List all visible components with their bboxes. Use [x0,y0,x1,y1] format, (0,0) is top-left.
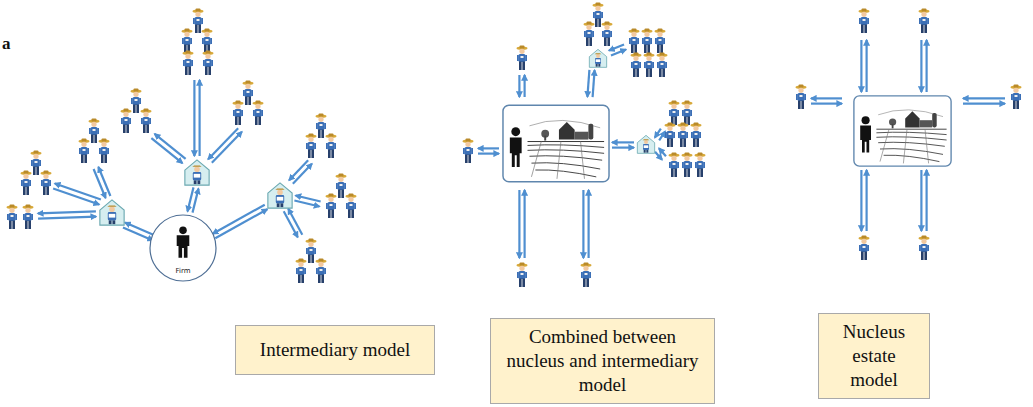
farmer-icon [141,109,152,134]
double-arrow [194,80,199,156]
farmer-icon [655,29,666,54]
intermediary-house [637,135,654,153]
farmer-icon [346,194,357,219]
farmer-icon [7,205,18,230]
farmer-icon [233,101,244,126]
farmer-icon [669,101,680,126]
farmer-icon [31,151,42,176]
double-arrow [921,40,926,92]
double-arrow [38,211,96,218]
firm-circle: Firm [149,214,217,282]
farmer-icon [665,123,676,148]
farmer-icon [183,51,194,76]
farmer-icon [23,205,34,230]
farmer-icon [919,236,930,261]
farmer-icon [253,101,264,126]
farmer-icon [306,239,317,264]
farmer-icon [193,9,204,34]
farmer-icon [584,22,595,47]
farmer-icon [859,236,870,261]
farmer-icon [121,109,132,134]
farmer-icon [21,171,32,196]
double-arrow [208,128,242,163]
double-arrow [861,170,866,231]
farmer-icon [581,263,592,288]
double-arrow [609,45,626,56]
farmer-icon [326,194,337,219]
panel-letter: a [2,34,11,54]
double-arrow [478,148,499,153]
model-caption: Intermediary model [235,325,435,375]
double-arrow [151,134,185,163]
farmer-icon [859,9,870,34]
double-arrow [655,129,665,141]
double-arrow [213,205,268,239]
double-arrow [861,40,866,92]
farm-picture [503,105,609,182]
caption-text: Intermediary model [260,338,410,362]
double-arrow [284,209,303,237]
double-arrow [94,167,111,198]
firm-label: Firm [175,267,190,275]
intermediary-house [100,200,124,225]
farmer-icon [695,153,706,178]
farmer-icon [306,134,317,159]
intermediary-house [268,183,292,208]
double-arrow [921,170,926,231]
farmer-icon [919,9,930,34]
double-arrow [811,98,842,103]
model-caption: Nucleus estate model [818,313,930,399]
farmer-icon [678,123,689,148]
farmer-icon [79,139,90,164]
double-arrow [519,190,524,258]
farmer-icon [202,29,213,54]
farmer-icon [316,259,327,284]
farmer-icon [631,53,642,78]
farmer-icon [642,29,653,54]
farmer-icon [691,123,702,148]
double-arrow [583,190,588,258]
caption-text: Nucleus estate model [827,320,921,391]
farmer-icon [1011,85,1022,110]
farmer-icon [517,46,528,71]
farmer-icon [682,101,693,126]
double-arrow [294,195,320,206]
farmer-icon [517,263,528,288]
double-arrow [53,184,101,205]
farmer-icon [243,81,254,106]
caption-text: Combined between nucleus and intermediar… [499,325,706,396]
double-arrow [612,142,634,147]
farmer-icon [89,119,100,144]
model-caption: Combined between nucleus and intermediar… [490,318,715,404]
farmer-icon [593,3,604,28]
double-arrow [519,75,524,97]
farmer-icon [682,153,693,178]
farmer-icon [326,134,337,159]
farmer-icon [182,29,193,54]
farmer-icon [316,114,327,139]
double-arrow [123,223,155,241]
farmer-icon [203,51,214,76]
intermediary-house [589,49,606,67]
farmer-icon [41,171,52,196]
intermediary-house [185,160,209,185]
farmer-icon [131,89,142,114]
farmer-icon [796,85,807,110]
farmer-icon [629,29,640,54]
double-arrow [655,148,666,159]
farmer-icon [602,22,613,47]
double-arrow [187,187,198,212]
double-arrow [289,160,312,184]
farmer-icon [99,139,110,164]
double-arrow [963,98,1005,103]
farmer-icon [644,53,655,78]
farmer-icon [463,139,474,164]
farmer-icon [296,259,307,284]
farmer-icon [657,53,668,78]
farm-picture [854,96,951,166]
farmer-icon [669,153,680,178]
double-arrow [587,70,594,97]
farmer-icon [336,174,347,199]
